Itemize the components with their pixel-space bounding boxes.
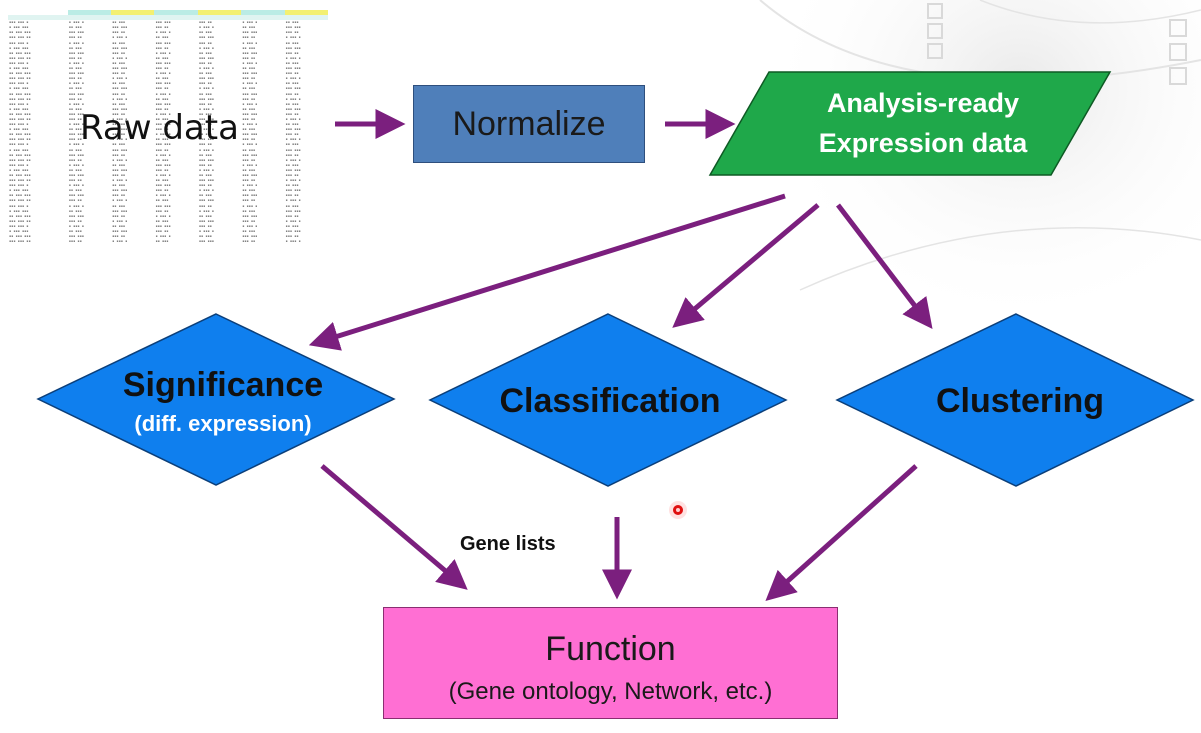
arrow-analysis-to-classification (672, 203, 820, 328)
clustering-label: Clustering (935, 382, 1105, 420)
significance-label: Significance (122, 366, 324, 404)
background-squares (927, 3, 1187, 85)
classification-label: Classification (499, 382, 721, 420)
arrow-clustering-to-function (765, 464, 918, 602)
classification-diamond (428, 313, 788, 487)
arrow-significance-to-function (320, 464, 468, 590)
significance-sublabel: (diff. expression) (134, 411, 312, 436)
analysis-ready-parallelogram (708, 71, 1112, 176)
arrow-analysis-to-clustering (836, 203, 933, 329)
analysis-ready-label-line2: Expression data (818, 128, 1028, 158)
raw-data-label: Raw data (80, 108, 239, 148)
function-box: Function (Gene ontology, Network, etc.) (383, 607, 838, 719)
cursor-indicator (669, 501, 687, 519)
normalize-label: Normalize (452, 104, 606, 143)
normalize-box: Normalize (413, 85, 645, 163)
gene-lists-label: Gene lists (460, 533, 556, 555)
raw-data-spreadsheet: ▪▪▪ ▪▪▪ ▪▪ ▪▪▪ ▪▪▪ ▪▪▪ ▪▪▪ ▪▪▪ ▪▪▪ ▪▪▪ ▪… (8, 10, 328, 250)
significance-diamond (36, 313, 396, 486)
clustering-diamond (835, 313, 1195, 487)
function-label: Function (545, 630, 676, 668)
raw-data-table: ▪▪▪ ▪▪▪ ▪▪ ▪▪▪ ▪▪▪ ▪▪▪ ▪▪▪ ▪▪▪ ▪▪▪ ▪▪▪ ▪… (8, 10, 328, 244)
function-sublabel: (Gene ontology, Network, etc.) (448, 678, 773, 705)
analysis-ready-label-line1: Analysis-ready (826, 88, 1020, 118)
arrow-analysis-to-significance (308, 193, 786, 351)
